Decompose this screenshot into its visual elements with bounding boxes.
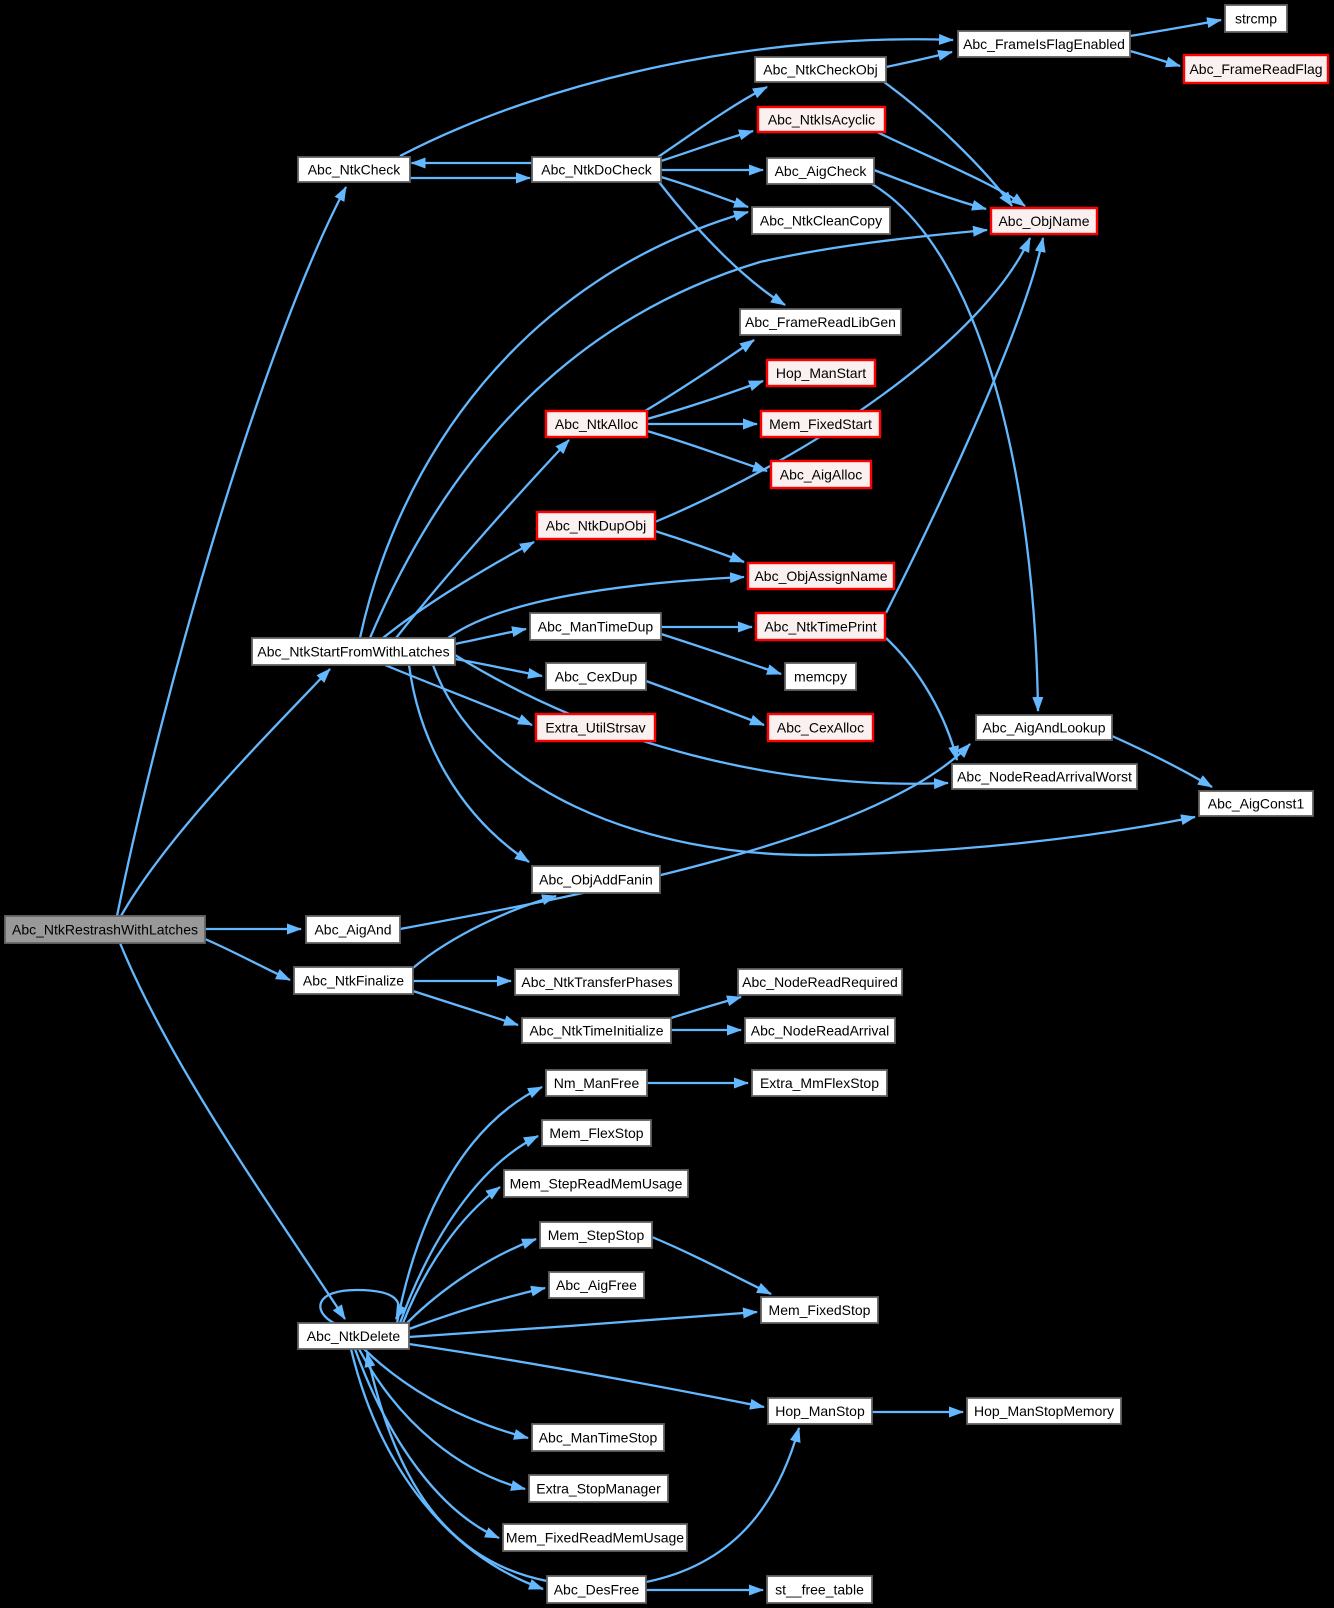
svg-text:strcmp: strcmp <box>1235 11 1277 27</box>
svg-text:st__free_table: st__free_table <box>775 1582 864 1598</box>
svg-text:Abc_NtkIsAcyclic: Abc_NtkIsAcyclic <box>768 112 875 128</box>
svg-text:Abc_AigAlloc: Abc_AigAlloc <box>780 467 863 483</box>
svg-text:Abc_NtkCleanCopy: Abc_NtkCleanCopy <box>760 213 882 229</box>
svg-text:Abc_FrameReadLibGen: Abc_FrameReadLibGen <box>745 314 896 330</box>
svg-text:Abc_NodeReadArrival: Abc_NodeReadArrival <box>751 1023 890 1039</box>
svg-text:Extra_StopManager: Extra_StopManager <box>536 1481 661 1497</box>
svg-text:Abc_NtkStartFromWithLatches: Abc_NtkStartFromWithLatches <box>257 644 449 660</box>
svg-text:Mem_StepStop: Mem_StepStop <box>548 1227 645 1243</box>
svg-text:Mem_FlexStop: Mem_FlexStop <box>549 1125 643 1141</box>
svg-text:Abc_AigConst1: Abc_AigConst1 <box>1208 796 1305 812</box>
svg-text:Hop_ManStop: Hop_ManStop <box>775 1403 865 1419</box>
svg-text:Abc_ObjName: Abc_ObjName <box>998 213 1089 229</box>
svg-text:Abc_CexAlloc: Abc_CexAlloc <box>777 720 864 736</box>
svg-text:Abc_NtkRestrashWithLatches: Abc_NtkRestrashWithLatches <box>12 922 198 938</box>
svg-text:Abc_ManTimeDup: Abc_ManTimeDup <box>538 619 654 635</box>
svg-text:Abc_NtkCheckObj: Abc_NtkCheckObj <box>763 62 877 78</box>
svg-text:Abc_DesFree: Abc_DesFree <box>554 1582 640 1598</box>
svg-text:Abc_NodeReadRequired: Abc_NodeReadRequired <box>742 974 898 990</box>
svg-text:Hop_ManStart: Hop_ManStart <box>776 365 866 381</box>
svg-text:Abc_NtkTransferPhases: Abc_NtkTransferPhases <box>521 974 672 990</box>
svg-text:Extra_MmFlexStop: Extra_MmFlexStop <box>760 1075 879 1091</box>
svg-text:Abc_NtkTimeInitialize: Abc_NtkTimeInitialize <box>529 1023 663 1039</box>
svg-text:Nm_ManFree: Nm_ManFree <box>554 1075 640 1091</box>
svg-text:Abc_NtkDupObj: Abc_NtkDupObj <box>546 518 646 534</box>
svg-text:Abc_NodeReadArrivalWorst: Abc_NodeReadArrivalWorst <box>957 769 1132 785</box>
svg-text:Mem_FixedStart: Mem_FixedStart <box>769 416 872 432</box>
svg-text:Abc_NtkTimePrint: Abc_NtkTimePrint <box>764 619 876 635</box>
svg-text:Abc_NtkDelete: Abc_NtkDelete <box>307 1328 401 1344</box>
svg-text:Abc_ManTimeStop: Abc_ManTimeStop <box>539 1430 658 1446</box>
svg-text:Abc_FrameReadFlag: Abc_FrameReadFlag <box>1189 61 1322 77</box>
svg-text:Hop_ManStopMemory: Hop_ManStopMemory <box>974 1403 1114 1419</box>
svg-text:Abc_AigAnd: Abc_AigAnd <box>314 922 391 938</box>
svg-text:Abc_AigFree: Abc_AigFree <box>556 1277 637 1293</box>
svg-text:Mem_StepReadMemUsage: Mem_StepReadMemUsage <box>510 1176 683 1192</box>
svg-text:Abc_CexDup: Abc_CexDup <box>555 669 638 685</box>
svg-text:Abc_NtkCheck: Abc_NtkCheck <box>308 162 402 178</box>
svg-text:Extra_UtilStrsav: Extra_UtilStrsav <box>545 720 645 736</box>
svg-text:Abc_ObjAddFanin: Abc_ObjAddFanin <box>539 872 653 888</box>
svg-text:Abc_AigCheck: Abc_AigCheck <box>775 163 868 179</box>
svg-text:Abc_AigAndLookup: Abc_AigAndLookup <box>983 720 1106 736</box>
svg-text:Abc_NtkDoCheck: Abc_NtkDoCheck <box>541 162 652 178</box>
svg-text:Mem_FixedStop: Mem_FixedStop <box>769 1302 871 1318</box>
svg-text:Mem_FixedReadMemUsage: Mem_FixedReadMemUsage <box>506 1530 684 1546</box>
svg-text:Abc_NtkFinalize: Abc_NtkFinalize <box>303 973 404 989</box>
svg-text:Abc_NtkAlloc: Abc_NtkAlloc <box>555 416 638 432</box>
svg-text:memcpy: memcpy <box>794 669 847 685</box>
svg-text:Abc_ObjAssignName: Abc_ObjAssignName <box>754 568 887 584</box>
svg-text:Abc_FrameIsFlagEnabled: Abc_FrameIsFlagEnabled <box>963 36 1125 52</box>
